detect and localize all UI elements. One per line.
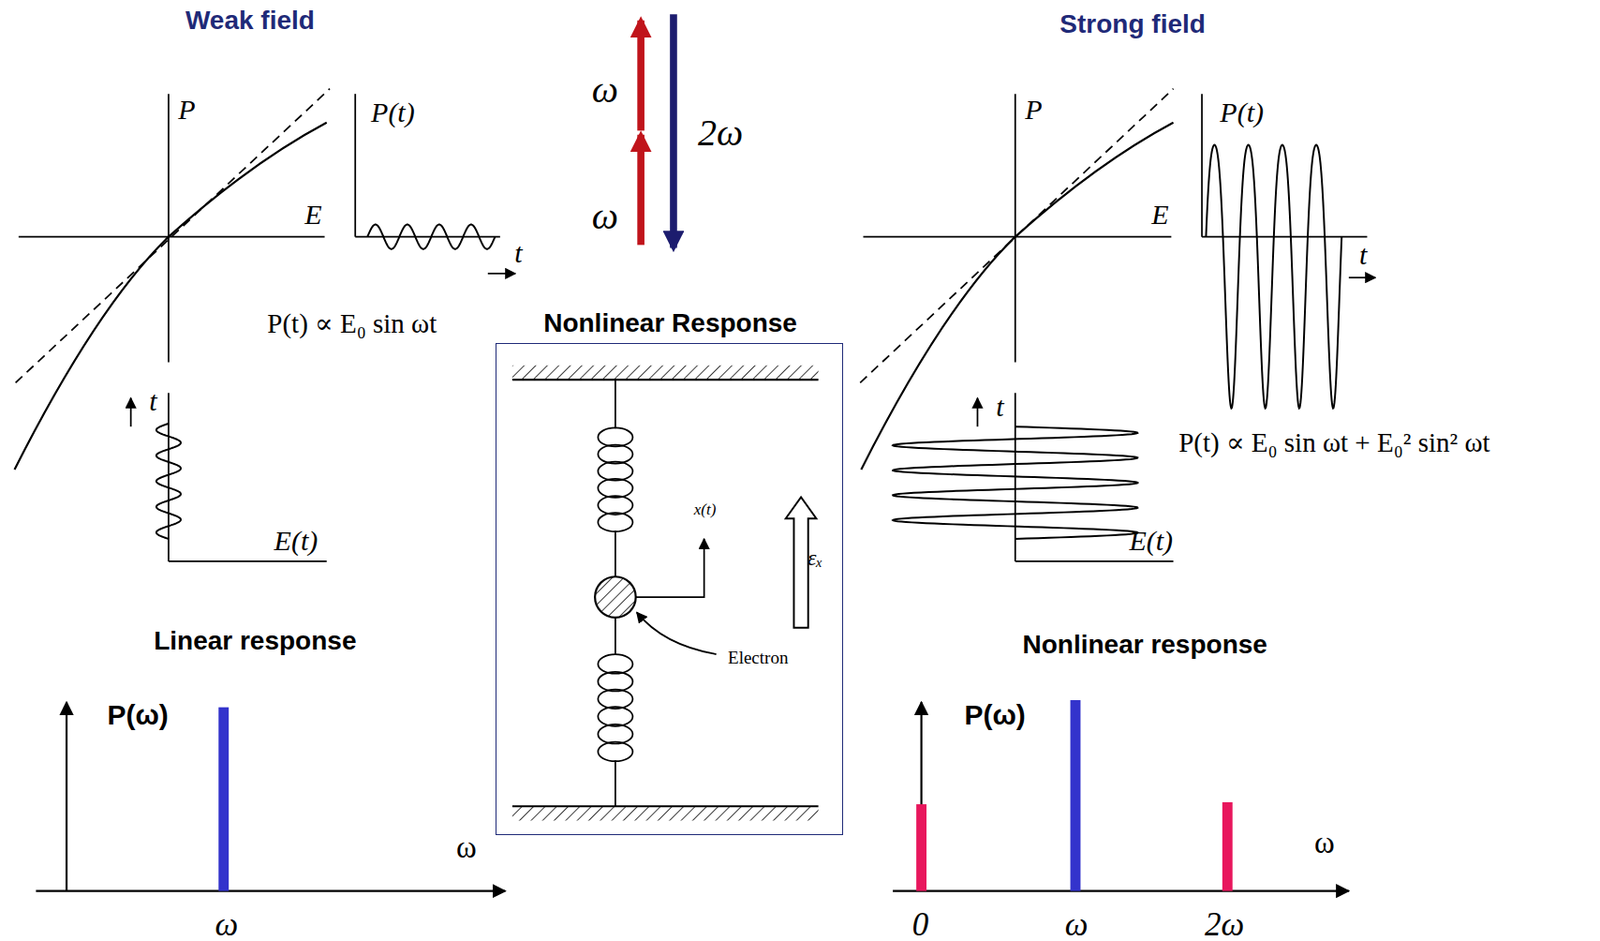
axis-label: E(t) xyxy=(1128,526,1173,555)
photon-arrows xyxy=(640,14,674,248)
spring-coil xyxy=(597,689,633,710)
spectral-bar xyxy=(1222,801,1233,891)
spring-coil xyxy=(597,478,633,498)
strong-et-wave xyxy=(892,426,1138,539)
spring-coil xyxy=(597,461,633,481)
spring-coil xyxy=(597,741,633,762)
spectrum-axis-label: P(ω) xyxy=(963,700,1025,729)
axis-label: t xyxy=(1359,240,1367,269)
axis-label: P(t) xyxy=(1219,98,1264,127)
model-panel: Nonlinear Responsex(t)εₓElectron xyxy=(495,342,843,835)
weak-et-axes xyxy=(131,392,327,562)
weak-pe-plot xyxy=(14,88,330,470)
spectral-bar xyxy=(218,707,229,891)
spring-coil xyxy=(597,653,633,674)
field-label: εₓ xyxy=(807,546,823,569)
axis-label: t xyxy=(148,386,157,415)
axis-label: P(t) xyxy=(370,98,415,127)
spectral-bar xyxy=(916,803,927,891)
spectrum-axis-label: P(ω) xyxy=(106,700,168,729)
weak-pt-wave xyxy=(367,224,495,250)
axis-label: P xyxy=(1024,95,1042,124)
frequency-label: 2ω xyxy=(1204,906,1245,940)
waveforms xyxy=(156,145,1342,539)
axis-label: E(t) xyxy=(274,526,319,555)
strong-pt-wave xyxy=(1205,145,1342,409)
spectral-bar xyxy=(1070,699,1082,891)
oscillator-model xyxy=(512,365,819,821)
axis-label: E xyxy=(1151,200,1169,229)
axis-label: t xyxy=(995,392,1004,421)
spring-coil xyxy=(597,671,633,692)
photon-label: ω xyxy=(592,197,619,236)
response-heading: Linear response xyxy=(153,627,356,654)
spring-coil xyxy=(597,706,633,726)
strong-spectrum xyxy=(892,699,1349,891)
displacement-label: x(t) xyxy=(694,501,717,518)
weak-spectrum xyxy=(35,701,505,890)
equation: P(t) ∝ E₀ sin ωt xyxy=(266,310,437,338)
photon-label: 2ω xyxy=(697,114,743,152)
weak-pt-axes xyxy=(355,93,516,274)
part-label: Electron xyxy=(727,648,788,667)
frequency-label: 0 xyxy=(912,906,930,940)
spring-coil xyxy=(597,427,633,446)
spring-coil xyxy=(597,724,633,744)
axis-label: t xyxy=(514,238,522,267)
panel-title: Strong field xyxy=(1059,11,1206,38)
spring-coil xyxy=(597,495,633,515)
photon-label: ω xyxy=(592,71,619,109)
axis-label: E xyxy=(304,200,322,229)
equation: P(t) ∝ E₀ sin ωt + E₀² sin² ωt xyxy=(1178,428,1491,456)
node-heading: Nonlinear Response xyxy=(543,310,798,337)
weak-et-wave xyxy=(156,423,181,539)
axis-label: P xyxy=(177,95,195,124)
panel-title: Weak field xyxy=(185,7,315,34)
axis-label: ω xyxy=(1314,826,1335,858)
spring-coil xyxy=(597,512,633,532)
response-heading: Nonlinear response xyxy=(1022,631,1267,658)
frequency-label: ω xyxy=(214,906,238,940)
spring-coil xyxy=(597,444,633,464)
strong-pe-plot xyxy=(859,88,1173,470)
axis-label: ω xyxy=(456,831,477,863)
frequency-label: ω xyxy=(1065,906,1089,940)
